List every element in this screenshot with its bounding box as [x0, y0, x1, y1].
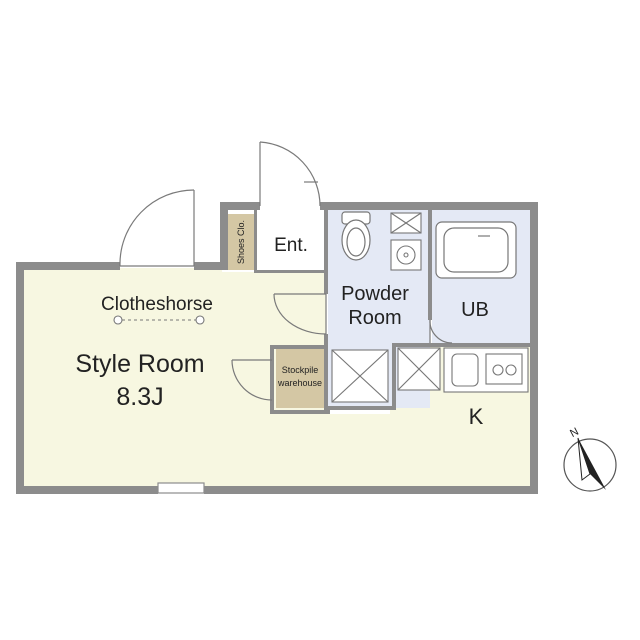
stockpile-label-line1: Stockpile	[282, 365, 319, 375]
shoes-closet-label: Shoes Clo.	[236, 220, 246, 264]
vent-icon	[390, 212, 422, 234]
stockpile-door	[231, 359, 273, 401]
style-room-label: Style Room	[75, 350, 204, 378]
powder-room-label-line1: Powder	[341, 283, 409, 305]
inner-walls	[254, 208, 532, 414]
clotheshorse-label: Clotheshorse	[101, 294, 213, 315]
balcony-door	[119, 189, 195, 267]
refrigerator-space-icon	[397, 347, 441, 391]
kitchen-counter	[443, 347, 529, 393]
outer-walls	[16, 202, 538, 494]
entrance-floor	[256, 208, 326, 272]
entrance-label: Ent.	[274, 235, 308, 256]
shoes-closet-floor	[228, 214, 254, 270]
stockpile-label-line2: warehouse	[277, 378, 322, 388]
north-arrow-outline-icon	[577, 437, 591, 481]
kitchen-label: K	[469, 404, 484, 429]
bath-door	[429, 319, 453, 344]
style-room-size-label: 8.3J	[116, 383, 163, 411]
wash-basin-icon	[390, 239, 422, 271]
unit-bath-label: UB	[461, 299, 489, 321]
stockpile-floor	[276, 348, 324, 408]
clotheshorse-line	[113, 315, 205, 325]
powder-room-door	[273, 293, 327, 335]
compass-north-label: N	[568, 426, 581, 440]
washing-machine-pan-icon	[331, 349, 389, 403]
toilet-icon	[341, 211, 371, 261]
powder-room-label-line2: Room	[348, 307, 401, 329]
north-arrow-icon	[578, 438, 606, 490]
window	[157, 482, 205, 494]
entrance-door	[259, 141, 321, 207]
bathtub-icon	[435, 221, 517, 279]
compass: N	[563, 426, 617, 492]
